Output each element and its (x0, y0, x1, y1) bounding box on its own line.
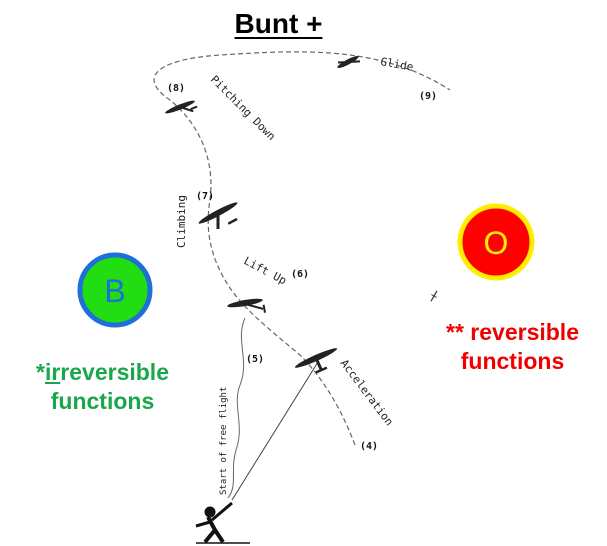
reversible-caption-line2: functions (460, 348, 565, 374)
stage-number-7: (7) (196, 191, 214, 202)
irreversible-caption-line1: *irreversible (10, 358, 195, 387)
caption-rest: reversible (60, 359, 169, 385)
label-start-free-flight: Start of free flight (219, 387, 229, 495)
reversible-caption: ** reversible functions (420, 318, 605, 376)
glider-glide (337, 55, 361, 69)
glider-lift-up (227, 298, 266, 313)
irreversible-caption: *irreversible functions (10, 358, 195, 416)
glider-acceleration (294, 348, 338, 374)
circle-o-label: O (484, 225, 509, 261)
flight-path (153, 51, 451, 446)
caption-star: * (36, 359, 45, 385)
tow-line (231, 361, 319, 501)
circle-o: O (457, 203, 535, 281)
circle-b: B (77, 252, 153, 328)
stage-number-9: (9) (419, 91, 437, 102)
launcher-person (195, 501, 250, 544)
reversible-caption-line1: ** reversible (446, 319, 579, 345)
label-pitching-down: Pitching Down (208, 73, 278, 143)
stage-number-4: (4) (360, 441, 378, 452)
circle-b-shape (77, 252, 153, 328)
caption-ir: ir (44, 359, 61, 385)
small-glider (430, 290, 438, 302)
irreversible-caption-line2: functions (50, 388, 155, 414)
label-climbing: Climbing (175, 195, 188, 248)
launch-trail (227, 317, 246, 499)
label-acceleration: Acceleration (338, 357, 396, 428)
circle-b-label: B (104, 273, 125, 309)
label-lift-up: Lift Up (242, 254, 289, 287)
label-glide: Glide (379, 55, 414, 74)
stage-number-6: (6) (291, 269, 309, 280)
diagram-title: Bunt + (234, 8, 323, 39)
stage-number-8: (8) (167, 83, 185, 94)
circle-o-shape (457, 203, 535, 281)
glider-pitching-down (165, 100, 198, 114)
stage-number-5: (5) (246, 354, 264, 365)
glider-climbing (198, 202, 238, 229)
